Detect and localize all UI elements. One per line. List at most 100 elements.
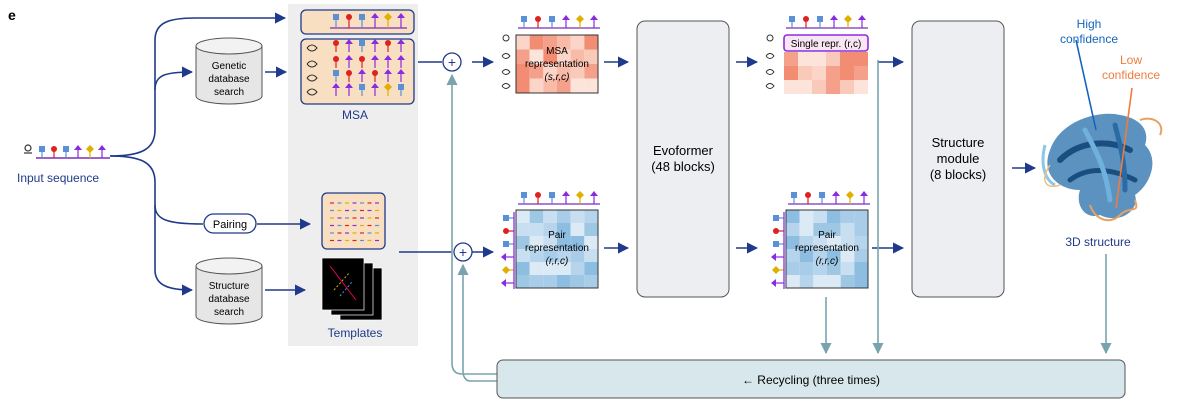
residue-glyph-diamond (576, 191, 584, 199)
residue-glyph-triangle (590, 15, 598, 20)
residue-glyph-diamond (844, 15, 852, 23)
msa-residue-glyph-triangle (345, 55, 353, 60)
heatmap-cell (799, 249, 814, 262)
heatmap-cell (543, 262, 557, 275)
heatmap-cell (529, 262, 544, 275)
heatmap-cell (813, 249, 827, 262)
heatmap-cell (529, 223, 544, 236)
single-repr-left-glyphs (765, 34, 775, 89)
heatmap-cell (570, 210, 585, 223)
residue-glyph-dot (535, 16, 541, 22)
low-confidence-line1: Low (1120, 53, 1142, 67)
pair-side-glyph-square (773, 215, 779, 221)
structure-module-line3: (8 blocks) (930, 167, 986, 182)
heatmap-cell (516, 223, 530, 236)
heatmap-cell (529, 49, 544, 64)
heatmap-cell (529, 236, 544, 249)
msa-box (300, 38, 415, 105)
heatmap-cell (854, 52, 868, 66)
heatmap-cell (516, 275, 530, 288)
msa-residue-glyph-triangle (345, 83, 353, 88)
high-confidence-pointer (1075, 39, 1097, 131)
pair-out-top-glyphs (788, 191, 870, 205)
residue-glyph-diamond (846, 191, 854, 199)
heatmap-cell (799, 275, 814, 288)
residue-glyph-triangle (562, 15, 570, 20)
pair-template-box (321, 192, 386, 250)
heatmap-cell (584, 236, 598, 249)
msa-residue-glyph-dot (359, 56, 365, 62)
heatmap-cell (516, 236, 530, 249)
heatmap-cell (854, 223, 868, 236)
pair-side-glyph-triangle (771, 279, 776, 287)
msa-label: MSA (342, 108, 368, 122)
pair-representation-heatmap (516, 210, 598, 288)
pair-out-line2: representation (795, 243, 859, 254)
heatmap-cell (827, 210, 841, 223)
msa-residue-glyph-triangle (358, 69, 366, 74)
pair-side-glyph-diamond (772, 266, 780, 274)
heatmap-cell (799, 223, 814, 236)
pair-side-glyph-triangle (771, 253, 776, 261)
heatmap-cell (812, 52, 826, 66)
heatmap-cell (584, 275, 598, 288)
pair-representation-frame (515, 209, 599, 289)
evoformer-block (636, 20, 730, 298)
heatmap-cell (516, 210, 530, 223)
heatmap-cell (516, 64, 530, 79)
panel-letter: e (8, 7, 16, 23)
heatmap-cell (570, 223, 585, 236)
heatmap-cell (854, 66, 868, 80)
heatmap-cell (557, 275, 571, 288)
heatmap-cell (826, 80, 840, 94)
evoformer-line1: Evoformer (653, 143, 714, 158)
genetic-db-line1: Genetic (212, 61, 246, 72)
msa-query-glyphs (330, 13, 407, 29)
heatmap-cell (543, 223, 557, 236)
heatmap-cell (799, 210, 814, 223)
heatmap-cell (543, 49, 557, 64)
heatmap-cell (557, 49, 571, 64)
evoformer-line2: (48 blocks) (651, 159, 715, 174)
residue-glyph-square (333, 14, 339, 20)
residue-glyph-square (549, 192, 555, 198)
msa-residue-glyph-triangle (384, 55, 392, 60)
pair-side-glyph-triangle (501, 279, 506, 287)
msa-residue-glyph-triangle (332, 83, 340, 88)
msa-residue-glyph-square (359, 84, 365, 90)
recycling-feedback-lines (446, 60, 1112, 382)
pair-out-line1: Pair (818, 230, 836, 241)
residue-glyph-triangle (832, 191, 840, 196)
input-branch-arrows (109, 12, 312, 296)
heatmap-cell (786, 223, 800, 236)
msa-residue-glyph-square (359, 40, 365, 46)
pairing-label: Pairing (213, 219, 247, 231)
pair-out-left-glyphs (771, 212, 785, 289)
protein-structure-image (1041, 113, 1163, 222)
heatmap-cell (557, 64, 571, 79)
pair-out-frame (785, 209, 869, 289)
structure-database-cylinder (195, 257, 263, 325)
residue-glyph-square (791, 192, 797, 198)
pair-side-glyph-square (773, 241, 779, 247)
heatmap-cell (826, 52, 840, 66)
heatmap-cell (584, 35, 598, 50)
heatmap-cell (813, 223, 827, 236)
msa-residue-glyph-dot (333, 40, 339, 46)
organism-glyph (306, 74, 318, 82)
pair-side-glyph-dot (503, 228, 509, 234)
heatmap-cell (529, 249, 544, 262)
heatmap-cell (813, 236, 827, 249)
residue-glyph-dot (535, 192, 541, 198)
heatmap-cell (827, 262, 841, 275)
residue-glyph-square (521, 192, 527, 198)
msa-residue-glyph-triangle (397, 55, 405, 60)
heatmap-cell (799, 236, 814, 249)
heatmap-cell (516, 78, 530, 93)
heatmap-cell (786, 249, 800, 262)
msa-residue-glyph-triangle (371, 39, 379, 44)
heatmap-cell (516, 262, 530, 275)
residue-glyph-diamond (576, 15, 584, 23)
pairing-pill (203, 213, 257, 234)
